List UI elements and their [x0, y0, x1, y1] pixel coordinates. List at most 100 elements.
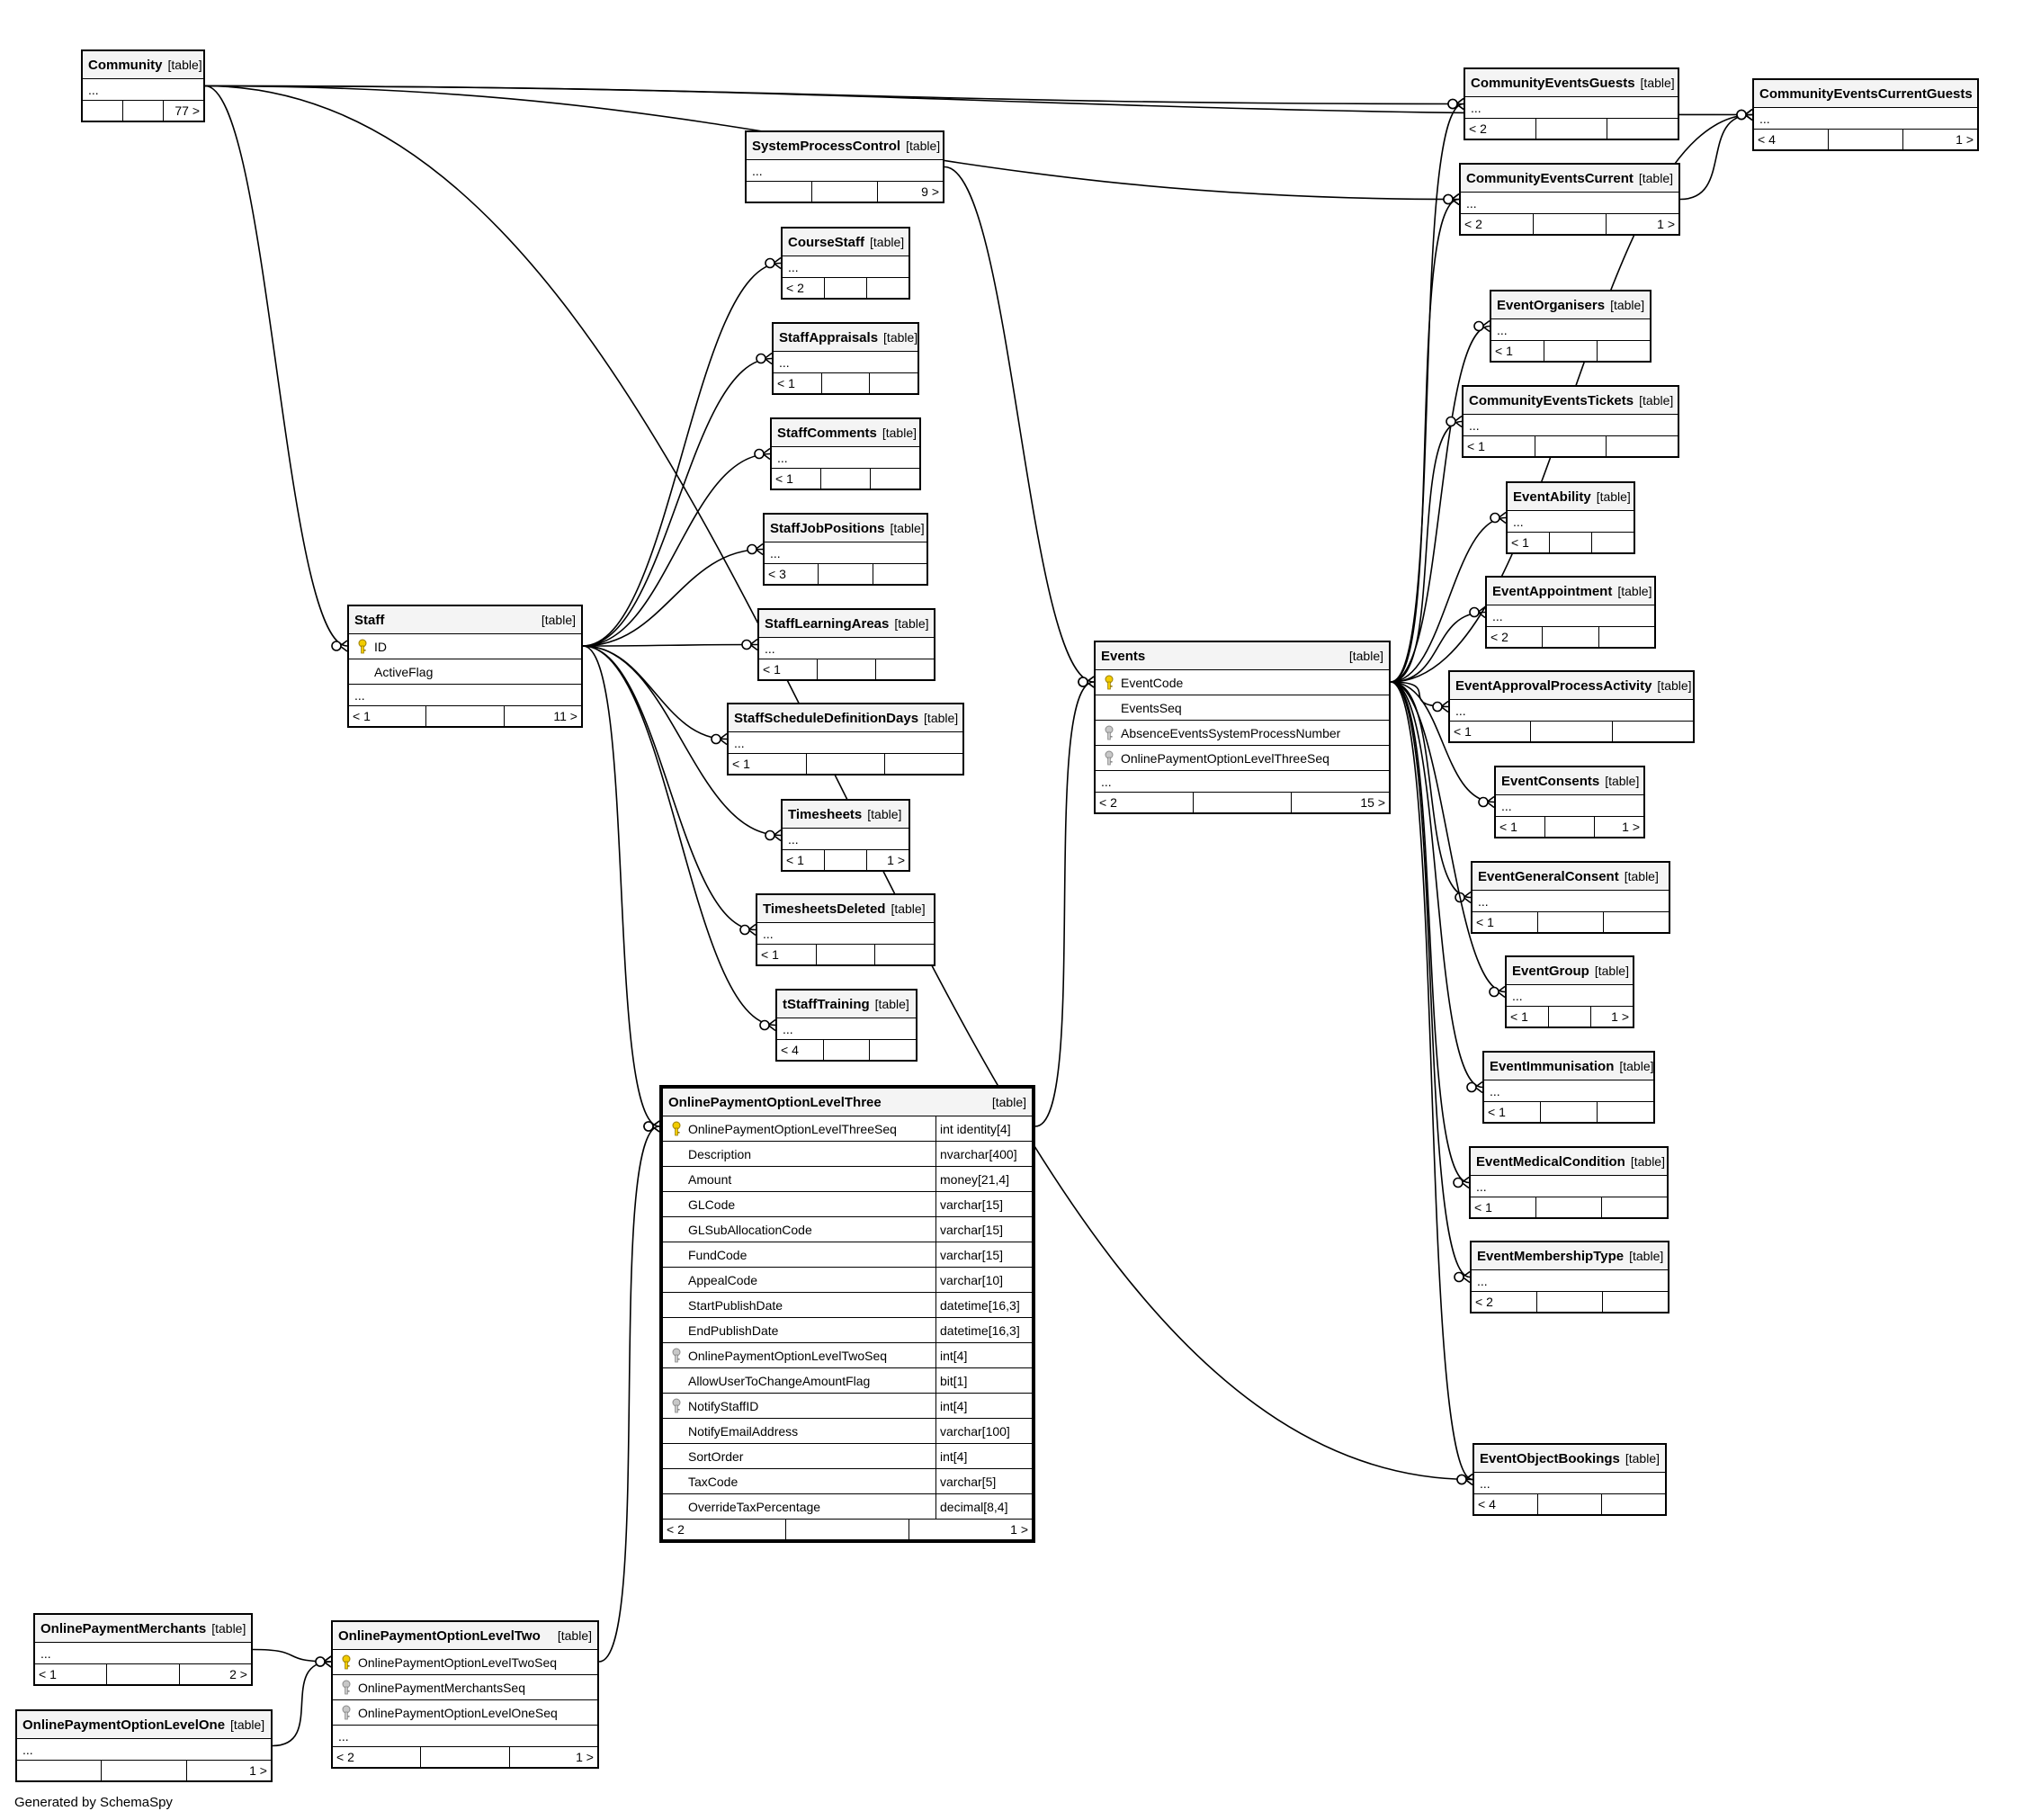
- child-count-link[interactable]: [1611, 722, 1693, 741]
- more-columns-indicator[interactable]: ...: [1472, 891, 1669, 912]
- more-columns-indicator[interactable]: ...: [783, 829, 909, 850]
- table-systemprocesscontrol[interactable]: SystemProcessControl[table]...9 >: [745, 130, 944, 203]
- table-header[interactable]: StaffComments[table]: [772, 419, 919, 447]
- parent-count-link[interactable]: < 1: [777, 376, 795, 390]
- parent-count-link[interactable]: < 1: [39, 1667, 57, 1681]
- table-staffscheduledefinitiondays[interactable]: StaffScheduleDefinitionDays[table]...< 1: [727, 703, 964, 776]
- child-count-link[interactable]: [884, 754, 962, 774]
- parent-count-link[interactable]: < 1: [1495, 344, 1513, 358]
- column-row[interactable]: ID: [349, 634, 581, 659]
- table-eventorganisers[interactable]: EventOrganisers[table]...< 1: [1490, 290, 1652, 363]
- table-header[interactable]: Timesheets[table]: [783, 801, 909, 829]
- more-columns-indicator[interactable]: ...: [1461, 193, 1678, 214]
- table-header[interactable]: Community[table]: [83, 51, 203, 79]
- table-name[interactable]: StaffLearningAreas: [765, 615, 890, 632]
- table-header[interactable]: OnlinePaymentOptionLevelThree[table]: [663, 1089, 1032, 1116]
- table-header[interactable]: tStaffTraining[table]: [777, 991, 916, 1018]
- child-count-link[interactable]: [1601, 1494, 1665, 1514]
- parent-count-link[interactable]: < 2: [1464, 217, 1482, 231]
- table-name[interactable]: StaffJobPositions: [770, 520, 885, 536]
- parent-count-link[interactable]: < 2: [336, 1750, 354, 1764]
- more-columns-indicator[interactable]: ...: [774, 352, 918, 373]
- table-name[interactable]: EventAbility: [1513, 489, 1591, 505]
- more-columns-indicator[interactable]: ...: [1096, 771, 1389, 793]
- child-count-link[interactable]: [870, 469, 919, 489]
- column-row[interactable]: OnlinePaymentOptionLevelThreeSeq: [1096, 746, 1389, 771]
- child-count-link[interactable]: [869, 373, 918, 393]
- table-name[interactable]: Community: [88, 57, 163, 73]
- table-header[interactable]: StaffJobPositions[table]: [765, 515, 926, 542]
- table-header[interactable]: CommunityEventsCurrent[table]: [1461, 165, 1678, 193]
- child-count-link[interactable]: 1 >: [909, 1520, 1032, 1539]
- more-columns-indicator[interactable]: ...: [1474, 1473, 1665, 1494]
- table-staffjobpositions[interactable]: StaffJobPositions[table]...< 3: [763, 513, 928, 586]
- child-count-link[interactable]: 77 >: [163, 101, 203, 121]
- table-name[interactable]: EventMedicalCondition: [1476, 1153, 1625, 1170]
- table-name[interactable]: CommunityEventsCurrentGuests: [1759, 85, 1973, 102]
- child-count-link[interactable]: [1603, 912, 1669, 932]
- table-name[interactable]: CommunityEventsTickets: [1469, 392, 1634, 408]
- child-count-link[interactable]: [1597, 1102, 1653, 1122]
- child-count-link[interactable]: [1602, 1292, 1668, 1312]
- column-row[interactable]: EventsSeq: [1096, 695, 1389, 721]
- child-count-link[interactable]: [874, 945, 934, 964]
- table-name[interactable]: EventApprovalProcessActivity: [1455, 677, 1652, 694]
- child-count-link[interactable]: [866, 278, 909, 298]
- child-count-link[interactable]: 1 >: [1606, 214, 1678, 234]
- child-count-link[interactable]: 1 >: [1590, 1007, 1633, 1027]
- table-name[interactable]: EventImmunisation: [1490, 1058, 1615, 1074]
- table-eventmedical[interactable]: EventMedicalCondition[table]... < 1: [1469, 1146, 1669, 1219]
- table-name[interactable]: CommunityEventsCurrent: [1466, 170, 1634, 186]
- table-eventapproval[interactable]: EventApprovalProcessActivity[table]...< …: [1448, 670, 1695, 743]
- table-header[interactable]: OnlinePaymentOptionLevelOne[table]: [17, 1711, 271, 1739]
- parent-count-link[interactable]: < 2: [1469, 121, 1487, 136]
- table-name[interactable]: Timesheets: [788, 806, 863, 822]
- parent-count-link[interactable]: < 2: [1475, 1295, 1493, 1309]
- child-count-link[interactable]: 15 >: [1291, 793, 1389, 812]
- table-name[interactable]: OnlinePaymentOptionLevelOne: [22, 1717, 226, 1733]
- table-header[interactable]: EventMedicalCondition[table]: [1471, 1148, 1667, 1176]
- parent-count-link[interactable]: < 1: [1467, 439, 1485, 453]
- parent-count-link[interactable]: [83, 101, 122, 121]
- parent-count-link[interactable]: < 2: [667, 1522, 685, 1537]
- more-columns-indicator[interactable]: ...: [1471, 1176, 1667, 1197]
- table-name[interactable]: TimesheetsDeleted: [763, 901, 886, 917]
- table-eventmembership[interactable]: EventMembershipType[table]...< 2: [1470, 1241, 1669, 1313]
- table-header[interactable]: CommunityEventsGuests[table]: [1465, 69, 1678, 97]
- column-row[interactable]: OnlinePaymentMerchantsSeq: [333, 1675, 597, 1700]
- table-header[interactable]: OnlinePaymentMerchants[table]: [35, 1615, 251, 1643]
- table-tstafftraining[interactable]: tStaffTraining[table]...< 4: [775, 989, 918, 1062]
- table-name[interactable]: SystemProcessControl: [752, 138, 901, 154]
- more-columns-indicator[interactable]: ...: [783, 256, 909, 278]
- table-header[interactable]: StaffAppraisals[table]: [774, 324, 918, 352]
- more-columns-indicator[interactable]: ...: [747, 160, 943, 182]
- table-header[interactable]: EventConsents[table]: [1496, 767, 1643, 795]
- table-ceguests[interactable]: CommunityEventsGuests[table]...< 2: [1464, 67, 1679, 140]
- more-columns-indicator[interactable]: ...: [759, 638, 934, 659]
- parent-count-link[interactable]: [17, 1761, 101, 1780]
- table-name[interactable]: StaffAppraisals: [779, 329, 879, 345]
- parent-count-link[interactable]: < 4: [1478, 1497, 1496, 1511]
- table-header[interactable]: EventImmunisation[table]: [1484, 1053, 1653, 1080]
- more-columns-indicator[interactable]: ...: [333, 1726, 597, 1747]
- parent-count-link[interactable]: < 1: [786, 853, 804, 867]
- more-columns-indicator[interactable]: ...: [1507, 985, 1633, 1007]
- parent-count-link[interactable]: < 1: [761, 947, 779, 962]
- more-columns-indicator[interactable]: ...: [772, 447, 919, 469]
- parent-count-link[interactable]: < 1: [1474, 1200, 1492, 1215]
- table-name[interactable]: EventMembershipType: [1477, 1248, 1625, 1264]
- table-eventobjectbookings[interactable]: EventObjectBookings[table]...< 4: [1472, 1443, 1667, 1516]
- child-count-link[interactable]: [1598, 627, 1654, 647]
- table-name[interactable]: EventGroup: [1512, 963, 1589, 979]
- table-name[interactable]: StaffComments: [777, 425, 877, 441]
- table-eventgeneralconsent[interactable]: EventGeneralConsent[table]...< 1: [1471, 861, 1670, 934]
- table-header[interactable]: SystemProcessControl[table]: [747, 132, 943, 160]
